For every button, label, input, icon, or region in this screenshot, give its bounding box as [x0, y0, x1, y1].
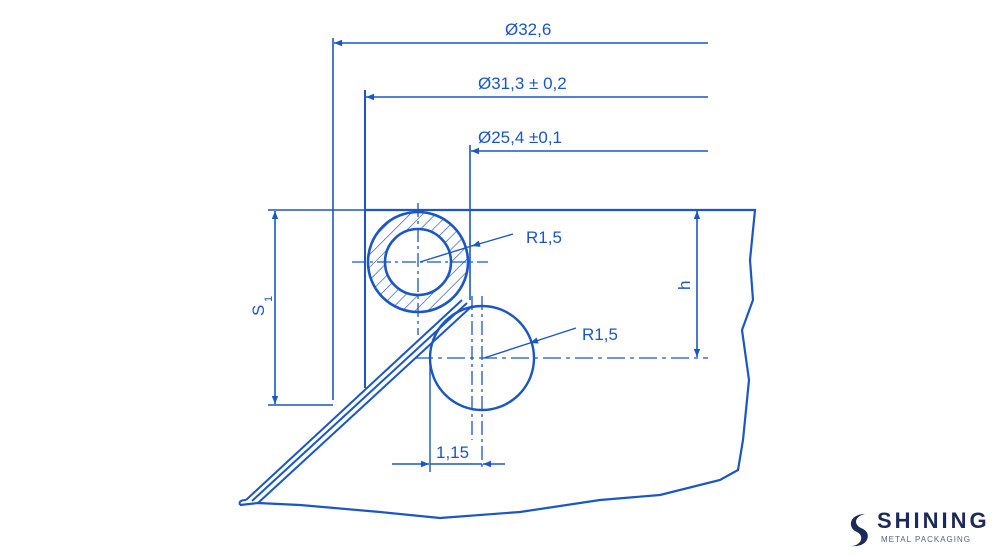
label-outer-diameter: Ø32,6 [505, 20, 551, 39]
label-inner-diameter: Ø25,4 ±0,1 [478, 128, 562, 147]
logo-name: SHINING [877, 508, 990, 533]
label-h: h [675, 281, 694, 290]
label-curl-diameter: Ø31,3 ± 0,2 [478, 74, 567, 93]
curl-strip [245, 299, 473, 504]
label-radius-lower: R1,5 [582, 325, 618, 344]
label-s1-subscript: 1 [263, 296, 275, 302]
label-radius-upper: R1,5 [526, 228, 562, 247]
radius-leader-lower [483, 341, 534, 359]
logo-swirl-icon [850, 514, 868, 547]
body-outline [239, 208, 757, 520]
logo-tagline: METAL PACKAGING [881, 535, 971, 544]
shining-logo: SHINING METAL PACKAGING [843, 508, 993, 552]
radius-leader-upper [419, 243, 479, 263]
label-s1: S [249, 305, 268, 316]
label-offset: 1,15 [436, 443, 469, 462]
